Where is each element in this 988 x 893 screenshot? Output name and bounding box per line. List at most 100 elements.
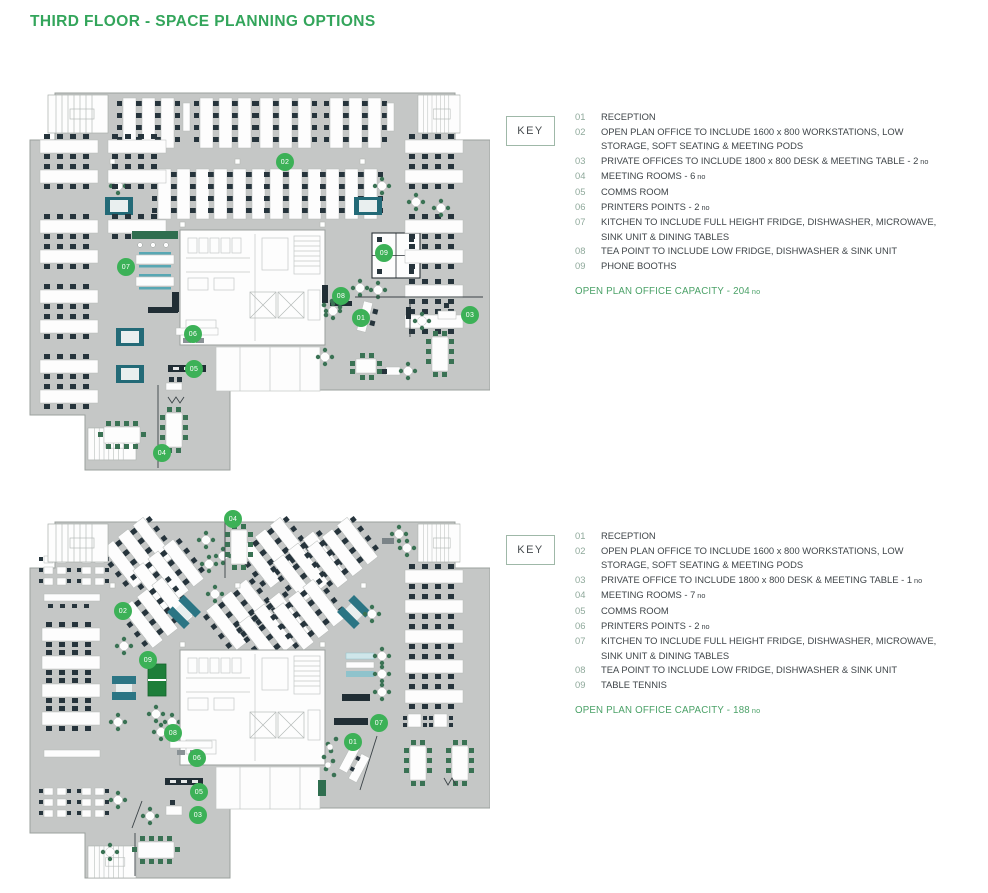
lobby-void	[215, 346, 321, 392]
stair-core-top-left	[47, 523, 109, 563]
plan-marker-06: 06	[188, 749, 206, 767]
key-item-label: KITCHEN TO INCLUDE FULL HEIGHT FRIDGE, D…	[601, 635, 937, 661]
key-item-label: OPEN PLAN OFFICE TO INCLUDE 1600 x 800 W…	[601, 544, 904, 571]
stair-core-top-right	[417, 523, 461, 563]
table-tennis-area	[108, 636, 182, 742]
key-item-05: 05 COMMS ROOM	[575, 604, 975, 619]
key-item-label: PRIVATE OFFICE TO INCLUDE 1800 x 800 DES…	[601, 573, 923, 585]
key-item-08: 08 TEA POINT TO INCLUDE LOW FRIDGE, DISHW…	[575, 244, 975, 259]
key-section-option-1: KEY 01 RECEPTION 02 OPEN PLAN OFFICE TO INC…	[505, 110, 975, 297]
key-item-number: 06	[575, 619, 586, 631]
plan-marker-07: 07	[117, 258, 135, 276]
key-list: 01 RECEPTION 02 OPEN PLAN OFFICE TO INCLUDE…	[575, 110, 975, 274]
key-item-number: 03	[575, 154, 586, 166]
meeting-rooms-bottom	[100, 833, 181, 876]
key-item-number: 09	[575, 259, 586, 271]
plan-marker-03: 03	[189, 806, 207, 824]
page-title: THIRD FLOOR - SPACE PLANNING OPTIONS	[30, 13, 376, 30]
key-item-number: 01	[575, 111, 586, 122]
key-item-label: RECEPTION	[601, 111, 656, 122]
plan-marker-02: 02	[114, 602, 132, 620]
corner-seating	[382, 524, 417, 558]
reception	[318, 735, 475, 796]
key-item-unit: no	[697, 591, 706, 601]
plan-marker-06: 06	[184, 325, 202, 343]
open-plan-desks-right	[403, 563, 464, 728]
key-item-09: 09 TABLE TENNIS	[575, 678, 975, 693]
plan-marker-09: 09	[375, 244, 393, 262]
key-item-07: 07 KITCHEN TO INCLUDE FULL HEIGHT FRIDGE,…	[575, 634, 975, 663]
key-item-number: 02	[575, 125, 586, 137]
key-box: KEY	[506, 535, 555, 565]
plan-marker-01: 01	[344, 733, 362, 751]
stair-core-top-left	[47, 94, 109, 134]
capacity-unit: no	[751, 286, 761, 296]
key-item-label: COMMS ROOM	[601, 185, 669, 197]
plan-marker-04: 04	[153, 444, 171, 462]
key-item-label: TABLE TENNIS	[601, 678, 667, 690]
stair-core-top-right	[417, 94, 461, 134]
key-item-label: PHONE BOOTHS	[601, 259, 677, 271]
key-item-unit: no	[701, 202, 710, 212]
key-item-number: 08	[575, 245, 586, 257]
key-item-number: 06	[575, 200, 586, 212]
key-item-number: 05	[575, 185, 586, 197]
key-item-unit: no	[920, 156, 929, 166]
plan-marker-07: 07	[370, 714, 388, 732]
floor-plan-option-2: 01 02 03 04 05 06 07 08 09	[20, 498, 490, 893]
floor-plan-option-2-drawing	[29, 498, 490, 879]
tea-point	[334, 646, 392, 725]
open-plan-desks-left	[38, 555, 128, 818]
plan-marker-05: 05	[185, 360, 203, 378]
plan-marker-03: 03	[461, 306, 479, 324]
key-item-number: 02	[575, 544, 586, 556]
floor-plan-option-1: 01 02 03 04 05 06 07 08 09	[20, 85, 490, 480]
open-plan-desks-top	[105, 98, 395, 228]
key-item-number: 04	[575, 589, 586, 601]
key-item-label: OPEN PLAN OFFICE TO INCLUDE 1600 x 800 W…	[601, 125, 904, 152]
key-item-number: 04	[575, 170, 586, 182]
plan-marker-01: 01	[352, 309, 370, 327]
lobby-void	[215, 766, 321, 810]
key-item-label: TEA POINT TO INCLUDE LOW FRIDGE, DISHWAS…	[601, 664, 898, 676]
plan-marker-09: 09	[139, 651, 157, 669]
plan-marker-05: 05	[190, 783, 208, 801]
key-item-number: 07	[575, 635, 586, 647]
capacity-unit: no	[751, 705, 761, 715]
key-item-unit: no	[697, 172, 706, 182]
key-item-02: 02 OPEN PLAN OFFICE TO INCLUDE 1600 x 800…	[575, 125, 975, 154]
key-item-unit: no	[701, 621, 710, 631]
key-box: KEY	[506, 116, 555, 146]
key-item-label: COMMS ROOM	[601, 604, 669, 616]
floor-plan-option-1-drawing	[29, 92, 490, 471]
key-item-number: 07	[575, 216, 586, 228]
plan-marker-02: 02	[276, 153, 294, 171]
key-item-01: 01 RECEPTION	[575, 110, 975, 125]
meeting-room-top	[196, 522, 254, 578]
plan-marker-04: 04	[224, 510, 242, 528]
key-item-02: 02 OPEN PLAN OFFICE TO INCLUDE 1600 x 800…	[575, 544, 975, 573]
key-item-number: 09	[575, 678, 586, 690]
key-item-number: 05	[575, 604, 586, 616]
key-item-label: RECEPTION	[601, 530, 656, 541]
plan-marker-08: 08	[332, 287, 350, 305]
key-item-03: 03 PRIVATE OFFICES TO INCLUDE 1800 x 800 …	[575, 154, 975, 170]
key-item-number: 03	[575, 573, 586, 585]
key-item-label: PRIVATE OFFICES TO INCLUDE 1800 x 800 DE…	[601, 154, 929, 166]
key-item-label: TEA POINT TO INCLUDE LOW FRIDGE, DISHWAS…	[601, 245, 898, 257]
plan-marker-08: 08	[164, 724, 182, 742]
